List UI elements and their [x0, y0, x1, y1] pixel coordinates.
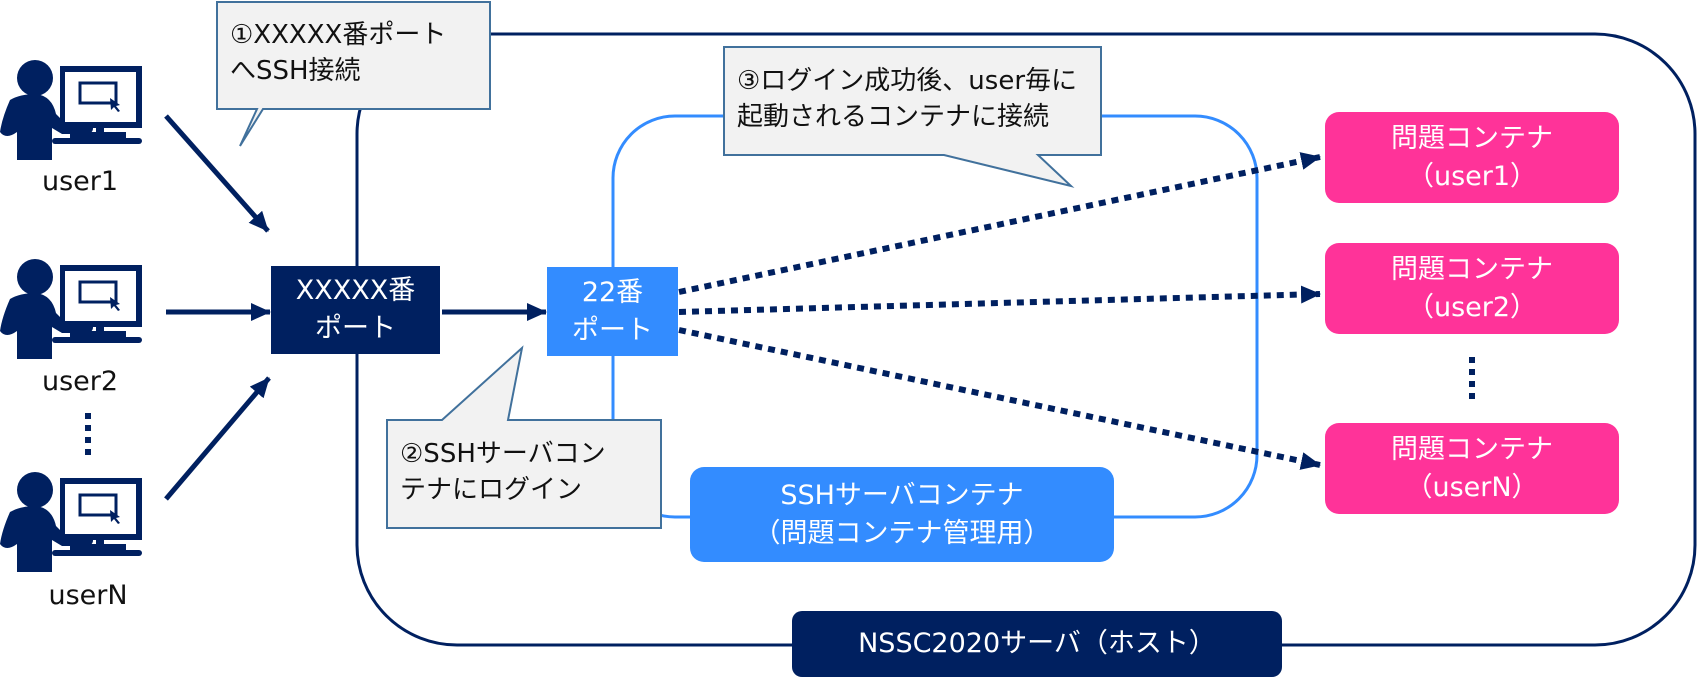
- arrow-userN-to-port: [164, 376, 271, 501]
- problem-container-user2: 問題コンテナ （user2）: [1325, 243, 1619, 334]
- host-label-box: NSSC2020サーバ（ホスト）: [792, 611, 1282, 677]
- user2-icon: [0, 257, 144, 361]
- arrow-user1-to-port: [164, 114, 270, 233]
- problem-container-user1: 問題コンテナ （user1）: [1325, 112, 1619, 203]
- problem-container-user: （user1）: [1406, 160, 1538, 192]
- callout-step2-shape: [386, 345, 662, 529]
- callout-step3-line1: ③ログイン成功後、user毎に: [737, 66, 1078, 96]
- internal-port-box: 22番 ポート: [547, 267, 678, 356]
- callout-step2-line1: ②SSHサーバコン: [400, 439, 606, 469]
- dotted-arrow-to-container-user1: [678, 152, 1321, 295]
- ssh-container-line2: （問題コンテナ管理用）: [753, 517, 1051, 549]
- host-label: NSSC2020サーバ（ホスト）: [858, 628, 1216, 659]
- ssh-container-boundary: [611, 114, 1259, 519]
- callout-step1-line2: へSSH接続: [230, 56, 361, 86]
- callout-step1-line1: ①XXXXX番ポート: [230, 20, 447, 50]
- containers-ellipsis-icon: [1469, 357, 1475, 399]
- ssh-server-container-box: SSHサーバコンテナ （問題コンテナ管理用）: [690, 467, 1114, 562]
- external-port-line1: XXXXX番: [295, 275, 416, 306]
- user1-icon: [0, 58, 144, 162]
- callout-step1: ①XXXXX番ポート へSSH接続: [230, 17, 446, 89]
- callout-step1-shape: [216, 1, 491, 147]
- problem-container-userN: 問題コンテナ （userN）: [1325, 423, 1619, 514]
- user1-label: user1: [41, 166, 119, 197]
- problem-container-title: 問題コンテナ: [1391, 433, 1553, 465]
- users-ellipsis-icon: [85, 413, 91, 455]
- userN-icon: [0, 470, 144, 574]
- external-port-line2: ポート: [315, 313, 396, 344]
- ssh-container-line1: SSHサーバコンテナ: [780, 479, 1024, 511]
- dotted-arrow-to-container-userN: [678, 327, 1321, 470]
- problem-container-user: （userN）: [1405, 471, 1539, 503]
- user2-label: user2: [41, 366, 119, 397]
- callout-step3: ③ログイン成功後、user毎に 起動されるコンテナに接続: [737, 63, 1077, 135]
- problem-container-title: 問題コンテナ: [1391, 122, 1553, 154]
- callout-step2-line2: テナにログイン: [400, 475, 583, 505]
- problem-container-user: （user2）: [1406, 291, 1538, 323]
- external-port-box: XXXXX番 ポート: [271, 266, 440, 354]
- problem-container-title: 問題コンテナ: [1391, 253, 1553, 285]
- internal-port-line2: ポート: [572, 314, 653, 346]
- callout-step2: ②SSHサーバコン テナにログイン: [400, 436, 606, 508]
- userN-label: userN: [48, 580, 128, 611]
- internal-port-line1: 22番: [581, 276, 644, 308]
- dotted-arrow-to-container-user2: [678, 285, 1321, 315]
- callout-step3-shape: [723, 46, 1102, 188]
- callout-step3-line2: 起動されるコンテナに接続: [737, 102, 1050, 132]
